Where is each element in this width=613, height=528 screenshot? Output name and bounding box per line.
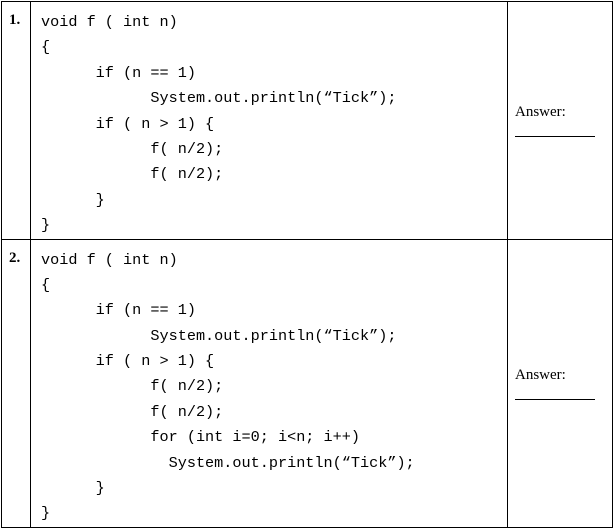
code-line: } <box>41 504 51 523</box>
answer-area: Answer: <box>508 104 612 137</box>
code-line: f( n/2); <box>41 377 224 396</box>
code-block: void f ( int n) { if (n == 1) System.out… <box>31 240 507 527</box>
code-line: f( n/2); <box>41 139 224 158</box>
answer-blank-line[interactable] <box>515 135 595 137</box>
problem-number: 2. <box>9 249 21 266</box>
problem-number: 1. <box>9 12 21 28</box>
answer-label: Answer: <box>515 103 566 120</box>
code-line: f( n/2); <box>41 402 224 421</box>
code-line: void f ( int n) <box>41 13 178 31</box>
problem-number-cell: 1. <box>1 1 31 240</box>
code-cell: void f ( int n) { if (n == 1) System.out… <box>30 238 508 528</box>
problem-row-2: 2. void f ( int n) { if (n == 1) System.… <box>1 238 613 528</box>
problem-number-cell: 2. <box>1 238 31 528</box>
code-line: f( n/2); <box>41 165 224 184</box>
answer-blank-line[interactable] <box>515 398 595 400</box>
code-line: for (int i=0; i<n; i++) <box>41 428 360 447</box>
code-line: if (n == 1) <box>41 301 196 320</box>
answer-area: Answer: <box>508 367 612 400</box>
code-line: System.out.println(“Tick”); <box>41 326 397 345</box>
code-cell: void f ( int n) { if (n == 1) System.out… <box>30 1 508 240</box>
code-line: if ( n > 1) { <box>41 114 215 133</box>
code-line: } <box>41 216 51 235</box>
code-line: System.out.println(“Tick”); <box>41 453 415 472</box>
code-line: if (n == 1) <box>41 63 196 82</box>
code-line: System.out.println(“Tick”); <box>41 89 397 108</box>
code-line: } <box>41 190 105 209</box>
answer-label: Answer: <box>515 366 566 383</box>
code-line: { <box>41 275 51 294</box>
problem-row-1: 1. void f ( int n) { if (n == 1) System.… <box>1 1 613 240</box>
code-line: if ( n > 1) { <box>41 352 215 371</box>
code-line: void f ( int n) <box>41 250 178 269</box>
code-line: { <box>41 38 51 57</box>
code-block: void f ( int n) { if (n == 1) System.out… <box>31 2 507 239</box>
code-line: } <box>41 479 105 498</box>
answer-cell: Answer: <box>507 1 613 240</box>
answer-cell: Answer: <box>507 238 613 528</box>
